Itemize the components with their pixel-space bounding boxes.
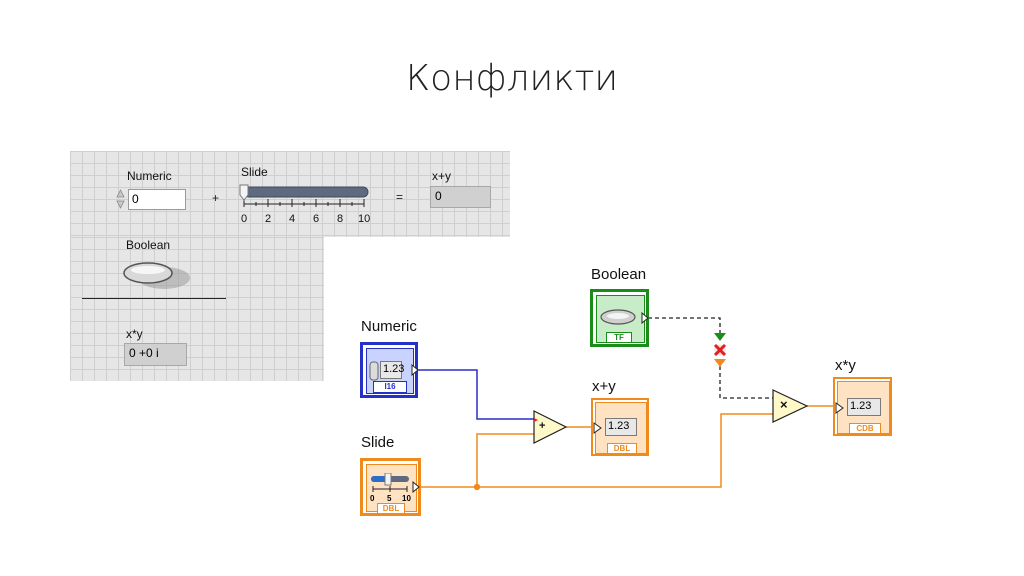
bd-boolean-terminal[interactable]: TF — [590, 289, 649, 347]
bd-slide-type-tag: DBL — [377, 503, 405, 514]
bd-slide-label: Slide — [361, 434, 395, 451]
boolean-label: Boolean — [126, 238, 171, 252]
plus-operator: + — [212, 191, 220, 205]
slide-control[interactable] — [238, 181, 374, 215]
slide-mini-icon — [371, 473, 409, 492]
slide-output-terminal-icon — [412, 481, 420, 493]
bd-slide-tick: 0 — [370, 494, 375, 503]
slide-tick-label: 0 — [241, 213, 248, 225]
panel-divider — [82, 298, 226, 299]
sum-indicator-label: x+y — [432, 169, 452, 183]
equals-operator: = — [396, 190, 404, 204]
bd-numeric-display: 1.23 — [380, 361, 404, 379]
wire-junction — [473, 483, 481, 491]
add-node[interactable] — [533, 410, 568, 444]
bd-sum-display: 1.23 — [605, 418, 637, 436]
numeric-output-terminal-icon — [411, 364, 419, 376]
boolean-button[interactable] — [120, 258, 192, 292]
slide-thumb[interactable] — [239, 184, 249, 201]
slide-title: Конфликти — [405, 58, 619, 99]
wire-slide-to-multiply[interactable] — [477, 413, 773, 488]
slide-tick-label: 8 — [337, 213, 344, 225]
bd-numeric-type-tag: I16 — [373, 381, 407, 393]
add-symbol: + — [539, 420, 546, 432]
broken-wire-x-icon — [713, 343, 727, 357]
multiply-symbol: × — [780, 397, 788, 412]
boolean-mini-icon — [600, 309, 636, 325]
broken-wire-boolean[interactable] — [648, 317, 721, 334]
slide-tick-label: 6 — [313, 213, 320, 225]
bd-slide-tick: 5 — [387, 494, 392, 503]
wire-numeric-to-add[interactable] — [418, 369, 534, 420]
broken-wire-arrow-orange — [714, 359, 726, 367]
bd-product-label: x*y — [835, 357, 856, 374]
bd-boolean-type-tag: TF — [606, 332, 632, 343]
bd-product-type-tag: CDB — [849, 423, 881, 434]
numeric-spinner-icon — [369, 361, 379, 381]
front-panel-grid-bottom — [70, 237, 324, 381]
bd-numeric-label: Numeric — [361, 318, 417, 335]
broken-wire-arrow-green — [714, 333, 726, 341]
broken-wire-boolean-lower[interactable] — [719, 366, 773, 399]
slide-tick-label: 10 — [358, 213, 371, 225]
multiply-node[interactable] — [772, 389, 809, 423]
bd-sum-type-tag: DBL — [607, 443, 637, 454]
slide-label: Slide — [241, 165, 268, 179]
product-indicator-label: x*y — [126, 327, 143, 341]
bd-slide-tick: 10 — [402, 494, 411, 503]
product-input-terminal-icon — [835, 402, 844, 414]
boolean-output-terminal-icon — [641, 312, 649, 324]
sum-input-terminal-icon — [593, 422, 602, 434]
numeric-control-input[interactable]: 0 — [128, 189, 186, 210]
bd-numeric-terminal[interactable]: 1.23 I16 — [360, 342, 418, 398]
numeric-increment-decrement-icon[interactable] — [116, 189, 125, 209]
bd-sum-terminal[interactable]: 1.23 DBL — [591, 398, 649, 456]
bd-slide-terminal[interactable]: 0 5 10 DBL — [360, 458, 421, 516]
product-indicator: 0 +0 i — [124, 343, 187, 366]
bd-product-display: 1.23 — [847, 398, 881, 416]
bd-product-terminal[interactable]: 1.23 CDB — [833, 377, 892, 436]
wire-slide-to-add[interactable] — [420, 433, 534, 488]
sum-indicator: 0 — [430, 186, 491, 208]
bd-boolean-label: Boolean — [591, 266, 647, 283]
bd-sum-label: x+y — [592, 378, 616, 395]
slide-tick-label: 2 — [265, 213, 272, 225]
numeric-label: Numeric — [127, 169, 172, 183]
slide-tick-label: 4 — [289, 213, 296, 225]
